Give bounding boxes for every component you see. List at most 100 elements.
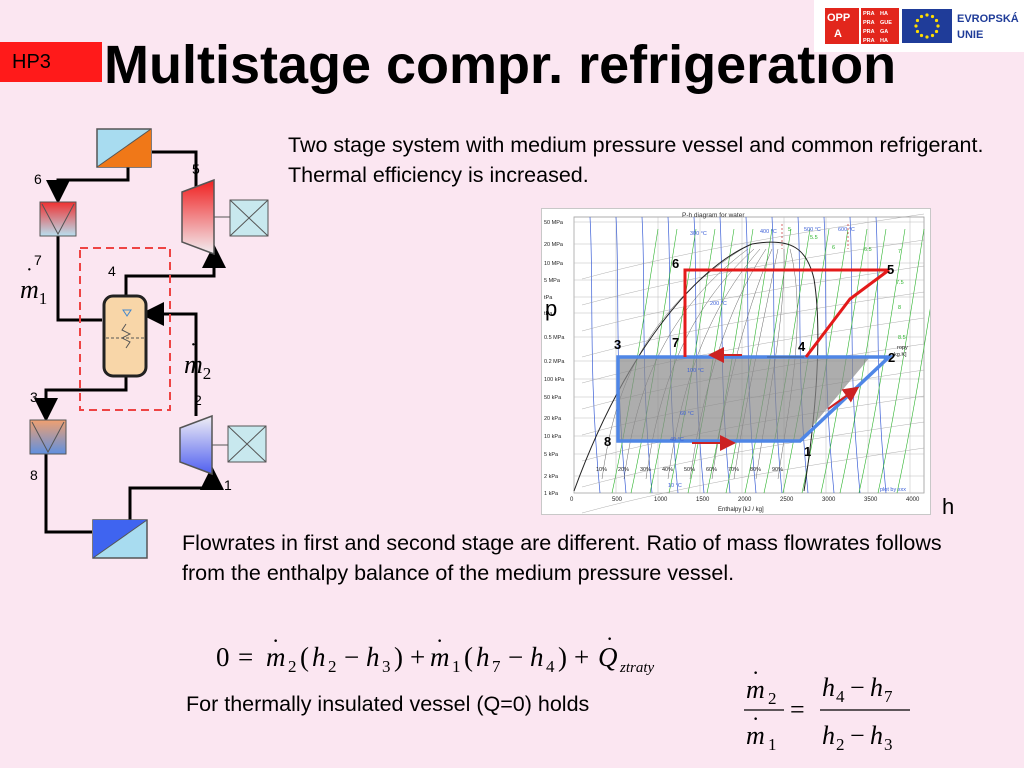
enthalpy-tick-2: 1000 — [654, 497, 668, 503]
node-label-6: 6 — [34, 171, 42, 187]
temperature-label-8: 10 °C — [668, 483, 682, 489]
x-axis-label: Enthalpy [kJ / kg] — [718, 507, 764, 513]
pressure-tick-14: 1 kPa — [544, 491, 559, 497]
svg-text:h: h — [530, 642, 544, 672]
svg-text:m: m — [746, 721, 765, 750]
svg-text:): ) — [558, 642, 567, 672]
temperature-label-3: 600 °C — [838, 227, 855, 233]
mass-flow-ratio-equation: m · 2 m · 1 = h 4 − h 7 h 2 − h 3 — [744, 664, 910, 754]
svg-text:2: 2 — [836, 735, 845, 754]
svg-text:1: 1 — [768, 735, 777, 754]
eu-star — [925, 13, 929, 17]
svg-text:2: 2 — [288, 657, 297, 676]
svg-text:h: h — [476, 642, 490, 672]
quality-label-0: 10% — [596, 467, 607, 473]
state-point-6: 6 — [672, 256, 679, 271]
pressure-tick-8: 100 kPa — [544, 377, 565, 383]
svg-text:h: h — [870, 673, 883, 702]
temperature-label-4: 200 °C — [710, 301, 727, 307]
svg-text:2: 2 — [328, 657, 337, 676]
svg-text:m: m — [266, 642, 286, 672]
entropy-label-7: 8.5 — [898, 335, 906, 341]
logo-praha-7: PRA — [863, 38, 875, 44]
entropy-label-2: 6 — [832, 245, 835, 251]
svg-text:2: 2 — [768, 689, 777, 708]
pressure-tick-11: 10 kPa — [544, 434, 562, 440]
pressure-tick-6: 0.5 MPa — [544, 335, 565, 341]
entropy-label-0: 5 — [788, 227, 791, 233]
axis-label-p: p — [545, 296, 558, 321]
compressor-high — [181, 178, 269, 256]
svg-text:·: · — [26, 259, 33, 281]
logo-praha-2: HA — [880, 11, 888, 17]
medium-pressure-vessel — [102, 294, 148, 378]
compressor-low — [179, 414, 267, 476]
expansion-valve-7 — [39, 201, 77, 237]
svg-text:3: 3 — [884, 735, 893, 754]
svg-text:+: + — [410, 642, 425, 672]
pressure-tick-2: 10 MPa — [544, 261, 564, 267]
eu-star — [915, 18, 920, 23]
svg-text:−: − — [850, 721, 865, 750]
quality-label-2: 30% — [640, 467, 651, 473]
node-label-7: 7 — [34, 252, 42, 268]
svg-text:4: 4 — [546, 657, 555, 676]
node-label-8: 8 — [30, 467, 38, 483]
temperature-label-1: 300 °C — [690, 231, 707, 237]
quality-label-3: 40% — [662, 467, 673, 473]
logo-area: OPP A PRA HA PRA GUE PRA GA PRA HA EVROP… — [814, 0, 1024, 52]
svg-text:−: − — [344, 642, 359, 672]
logo-opp-2: A — [834, 28, 842, 40]
eu-star — [925, 35, 929, 39]
svg-text:m: m — [746, 675, 765, 704]
entropy-label-5: 7.5 — [896, 280, 904, 286]
entropy-unit-2: kg.K] — [894, 352, 907, 358]
enthalpy-tick-6: 3000 — [822, 497, 836, 503]
logo-praha-5: PRA — [863, 29, 875, 35]
state-point-3: 3 — [614, 337, 621, 352]
quality-label-4: 50% — [684, 467, 695, 473]
eu-star — [919, 33, 924, 38]
svg-text:·: · — [752, 706, 759, 731]
eu-star — [914, 24, 918, 28]
svg-text:·: · — [190, 334, 197, 356]
quality-label-6: 70% — [728, 467, 739, 473]
svg-text:h: h — [822, 673, 835, 702]
svg-text:h: h — [822, 721, 835, 750]
slide-title: Multistage compr. refrigeration — [104, 35, 897, 95]
svg-text:−: − — [508, 642, 523, 672]
svg-text:h: h — [312, 642, 326, 672]
svg-text:m: m — [430, 642, 450, 672]
expansion-valve-8 — [29, 419, 67, 455]
temperature-label-6: 60 °C — [680, 411, 694, 417]
entropy-label-1: 5.5 — [810, 235, 818, 241]
logo-opp-1: OPP — [827, 12, 850, 24]
condenser — [96, 128, 152, 168]
svg-text:·: · — [272, 630, 279, 653]
pressure-tick-7: 0.2 MPa — [544, 359, 565, 365]
state-point-1: 1 — [804, 444, 811, 459]
svg-text:7: 7 — [492, 657, 501, 676]
vessel-boundary — [79, 247, 171, 411]
pressure-tick-10: 20 kPa — [544, 416, 562, 422]
enthalpy-balance-equation: 0 = m · 2 ( h 2 − h 3 ) + m · 1 ( h 7 − … — [216, 630, 655, 676]
quality-label-7: 80% — [750, 467, 761, 473]
logo-praha-8: HA — [880, 38, 888, 44]
svg-text:4: 4 — [836, 687, 845, 706]
state-point-8: 8 — [604, 434, 611, 449]
node-label-3: 3 — [30, 389, 38, 405]
eu-star — [936, 24, 940, 28]
enthalpy-tick-3: 1500 — [696, 497, 710, 503]
svg-text:7: 7 — [884, 687, 893, 706]
svg-text:+: + — [574, 642, 589, 672]
pressure-tick-3: 5 MPa — [544, 278, 561, 284]
svg-text:=: = — [238, 642, 253, 672]
temperature-label-5: 100 °C — [687, 368, 704, 374]
logo-praha-1: PRA — [863, 11, 875, 17]
enthalpy-tick-8: 4000 — [906, 497, 920, 503]
eu-star — [930, 33, 935, 38]
svg-text:): ) — [394, 642, 403, 672]
pressure-tick-4: tPa — [544, 295, 553, 301]
svg-text:Q: Q — [598, 642, 618, 672]
